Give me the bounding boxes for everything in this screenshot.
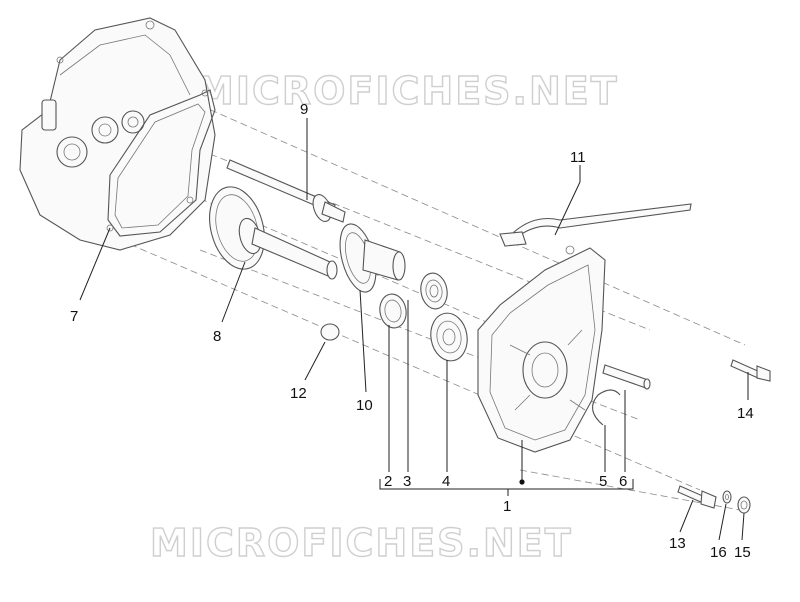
callout-16: 16 xyxy=(710,544,727,561)
callout-labels: 9 11 7 8 12 10 14 2 3 4 5 6 1 13 16 15 xyxy=(70,101,754,561)
callout-6: 6 xyxy=(619,473,627,490)
watermark-bottom: MICROFICHES.NET xyxy=(150,521,573,565)
dowel-pin xyxy=(602,364,651,390)
callout-10: 10 xyxy=(356,397,373,414)
circlip xyxy=(592,389,621,426)
small-bearing xyxy=(420,272,448,310)
callout-15: 15 xyxy=(734,544,751,561)
bolt-13 xyxy=(677,485,717,509)
callout-14: 14 xyxy=(737,405,754,422)
callout-11: 11 xyxy=(570,149,586,166)
engine-crankcase xyxy=(19,17,216,251)
breather-tube xyxy=(499,203,692,247)
callout-9: 9 xyxy=(300,101,308,118)
bolt-14 xyxy=(730,359,771,382)
callout-12: 12 xyxy=(290,385,307,402)
oil-seal xyxy=(379,293,407,329)
callout-4: 4 xyxy=(442,473,450,490)
gasket xyxy=(106,89,216,237)
washer-16 xyxy=(722,490,732,504)
callout-3: 3 xyxy=(403,473,411,490)
callout-7: 7 xyxy=(70,308,78,325)
callout-2: 2 xyxy=(384,473,392,490)
callout-13: 13 xyxy=(669,535,686,552)
plug-15 xyxy=(737,496,751,514)
callout-8: 8 xyxy=(213,328,221,345)
driven-gear-shaft xyxy=(209,186,338,280)
callout-5: 5 xyxy=(599,473,607,490)
secondary-shaft xyxy=(226,159,346,223)
large-bearing xyxy=(430,312,468,362)
callout-1: 1 xyxy=(503,498,511,515)
assembly-dot xyxy=(519,479,525,485)
watermark-top: MICROFICHES.NET xyxy=(196,69,619,113)
intermediate-gear xyxy=(339,223,406,293)
cap-plug xyxy=(320,323,340,341)
leader-lines xyxy=(79,118,749,541)
transmission-cover xyxy=(477,245,606,453)
